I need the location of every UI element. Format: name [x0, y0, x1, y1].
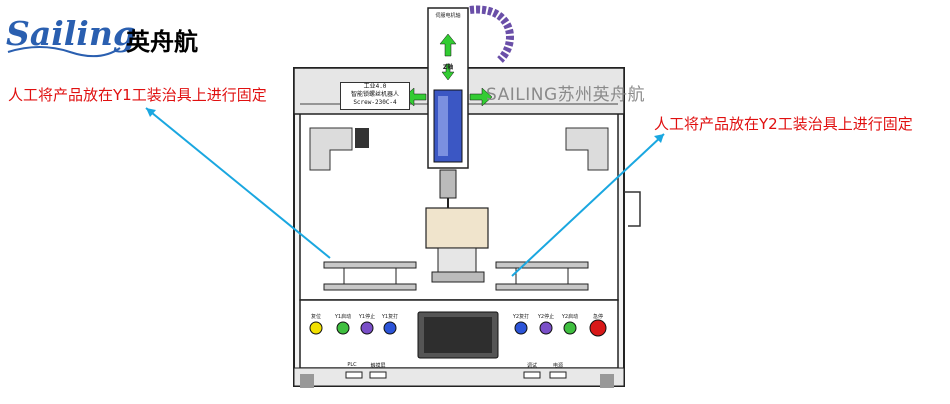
left-arrowhead-icon	[146, 108, 156, 117]
z-axis-label: Z轴	[442, 64, 454, 71]
button-label: Y2停止	[537, 314, 555, 320]
power-label: 电源	[552, 363, 563, 369]
logo-chinese-text: 英舟航	[126, 28, 198, 56]
button-label: 急停	[592, 314, 603, 320]
plate-line-3: Screw-230C-4	[353, 99, 397, 106]
panel-buttons	[309, 319, 607, 337]
plate-line-2: 智能锁螺丝机器人	[350, 91, 399, 98]
annotation-right: 人工将产品放在Y2工装治具上进行固定	[654, 115, 913, 133]
touchscreen-label: 触摸屏	[370, 363, 386, 369]
machine-nameplate: 工业4.0 智能锁螺丝机器人 Screw-230C-4	[340, 82, 410, 110]
button-label: Y1启动	[334, 314, 352, 320]
annotation-left: 人工将产品放在Y1工装治具上进行固定	[8, 86, 267, 104]
button-label: Y2启动	[561, 314, 579, 320]
right-arrow-line	[511, 133, 665, 277]
debug-label: 调试	[526, 363, 537, 369]
left-arrow-line	[145, 107, 331, 259]
button-label: Y2复打	[512, 314, 530, 320]
brand-text: SAILING苏州英舟航	[486, 85, 646, 105]
plc-label: PLC	[347, 362, 357, 368]
button-label: Y1复打	[381, 314, 399, 320]
button-label: Y1停止	[358, 314, 376, 320]
plate-line-1: 工业4.0	[363, 83, 387, 90]
top-column-label: 伺服电机轴	[435, 13, 461, 19]
right-arrowhead-icon	[654, 134, 664, 143]
button-label: 复位	[310, 314, 321, 320]
